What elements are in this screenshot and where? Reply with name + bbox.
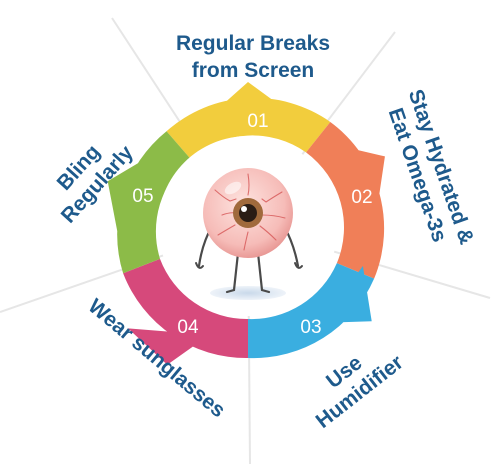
segment-04 [123, 258, 249, 365]
floor-shadow [210, 286, 286, 300]
segment-02 [306, 121, 385, 279]
segment-05 [107, 131, 191, 274]
segment-number-02: 02 [351, 187, 372, 208]
segment-number-03: 03 [300, 317, 321, 338]
label-from-screen: from Screen [192, 59, 315, 82]
segment-number-05: 05 [132, 186, 153, 207]
bloodshot-eye-character-icon [195, 168, 303, 300]
left-leg [225, 251, 240, 294]
segment-03 [248, 263, 375, 359]
right-leg [256, 251, 271, 294]
pupil [239, 204, 257, 222]
label-regular-breaks: Regular Breaks [176, 32, 330, 55]
pupil-highlight [241, 206, 247, 212]
segment-01 [166, 82, 331, 159]
segment-number-04: 04 [177, 317, 199, 338]
segment-number-01: 01 [247, 111, 268, 132]
